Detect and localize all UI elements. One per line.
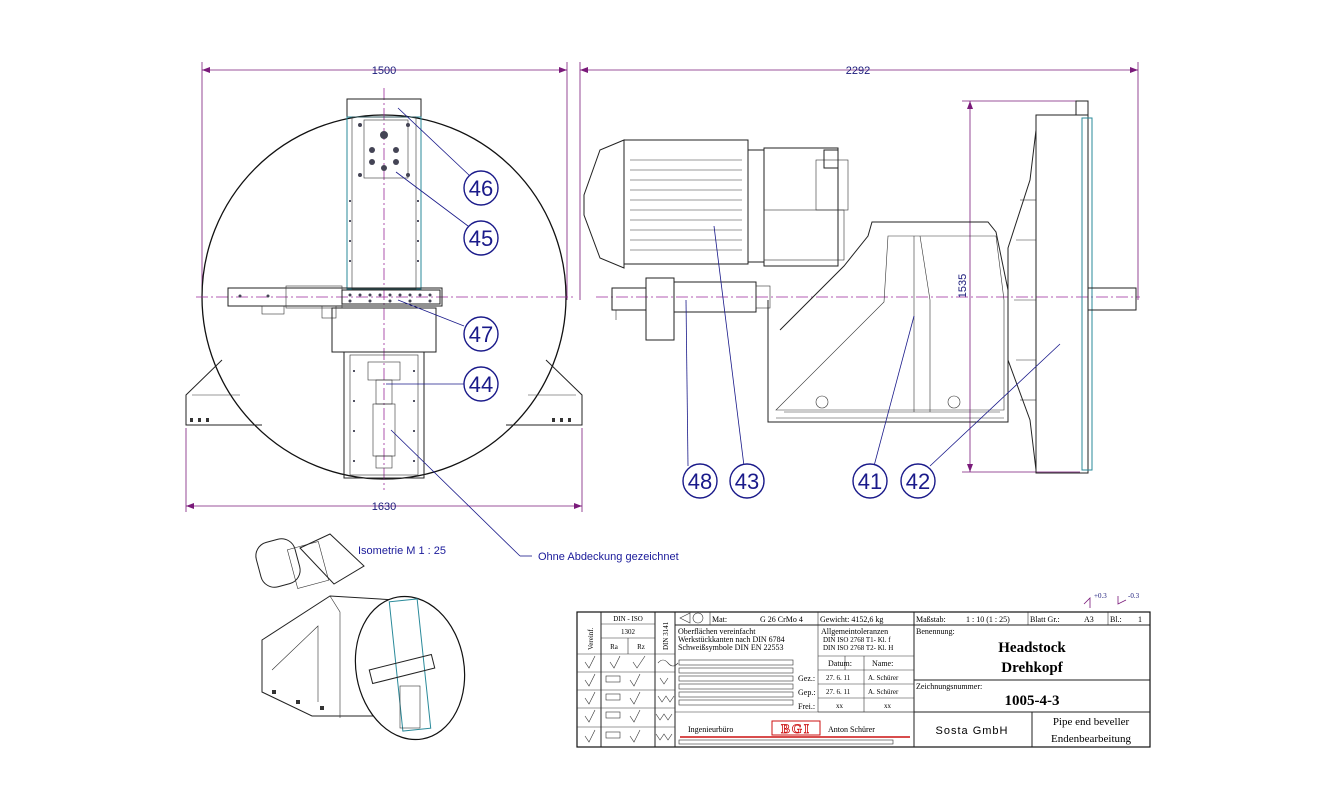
drawing-title-de: Drehkopf: [1001, 660, 1063, 676]
balloon-45: 45: [463, 220, 499, 256]
svg-text:Benennung:: Benennung:: [916, 627, 955, 636]
svg-text:xx: xx: [884, 702, 892, 710]
svg-text:DIN - ISO: DIN - ISO: [613, 615, 643, 623]
svg-text:Anton Schürer: Anton Schürer: [828, 725, 875, 734]
svg-text:Name:: Name:: [872, 659, 893, 668]
svg-text:27. 6. 11: 27. 6. 11: [826, 674, 851, 682]
drawing-number: 1005-4-3: [1005, 693, 1060, 709]
svg-text:41: 41: [858, 469, 882, 494]
svg-text:Schweißsymbole DIN EN 22553: Schweißsymbole DIN EN 22553: [678, 643, 784, 652]
svg-text:Gez.:: Gez.:: [798, 674, 815, 683]
svg-text:A. Schürer: A. Schürer: [868, 688, 899, 696]
svg-text:A. Schürer: A. Schürer: [868, 674, 899, 682]
svg-text:1 : 10 (1 : 25): 1 : 10 (1 : 25): [966, 615, 1010, 624]
drawing-title-en: Headstock: [998, 640, 1066, 656]
svg-text:Ra: Ra: [610, 643, 619, 651]
svg-text:Frei.:: Frei.:: [798, 702, 815, 711]
svg-text:47: 47: [469, 322, 493, 347]
svg-text:A3: A3: [1084, 615, 1094, 624]
bgi-logo: BGI: [781, 721, 811, 736]
dim-front-width: 1500: [372, 65, 396, 77]
svg-text:Pipe end beveller: Pipe end beveller: [1053, 716, 1130, 728]
svg-text:Zeichnungsnummer:: Zeichnungsnummer:: [916, 682, 982, 691]
svg-text:1: 1: [1138, 615, 1142, 624]
svg-text:DIN ISO 2768 T2- Kl. H: DIN ISO 2768 T2- Kl. H: [823, 644, 893, 652]
svg-text:Ingenieurbüro: Ingenieurbüro: [688, 725, 733, 734]
balloons: 46 45 47 44 48 43 41 42: [386, 107, 1061, 557]
balloon-43: 43: [729, 463, 765, 499]
svg-text:Werkstückkanten nach DIN 6784: Werkstückkanten nach DIN 6784: [678, 635, 785, 644]
svg-text:45: 45: [469, 226, 493, 251]
balloon-41: 41: [852, 463, 888, 499]
title-block: Vereinf. DIN - ISO 1302 Ra Rz DIN 3141 M…: [576, 611, 1151, 748]
svg-text:Bl.:: Bl.:: [1110, 615, 1122, 624]
front-view: 1500 1630: [185, 62, 583, 513]
svg-text:Mat:: Mat:: [712, 615, 727, 624]
svg-text:Allgemeintoleranzen: Allgemeintoleranzen: [821, 627, 888, 636]
svg-text:Endenbearbeitung: Endenbearbeitung: [1051, 733, 1132, 745]
svg-text:Oberflächen vereinfacht: Oberflächen vereinfacht: [678, 627, 756, 636]
svg-text:Rz: Rz: [637, 643, 645, 651]
svg-text:DIN 3141: DIN 3141: [662, 621, 670, 650]
side-view: 2292 1535: [579, 62, 1140, 474]
balloon-47: 47: [463, 316, 499, 352]
svg-text:Gep.:: Gep.:: [798, 688, 816, 697]
svg-text:xx: xx: [836, 702, 844, 710]
svg-text:1302: 1302: [621, 628, 636, 636]
svg-text:Datum:: Datum:: [828, 659, 852, 668]
note-no-cover: Ohne Abdeckung gezeichnet: [538, 551, 679, 563]
svg-text:43: 43: [735, 469, 759, 494]
svg-text:27. 6. 11: 27. 6. 11: [826, 688, 851, 696]
svg-text:46: 46: [469, 176, 493, 201]
tolerance-marks: +0.3 -0.3: [1083, 592, 1140, 608]
dim-side-length: 2292: [846, 65, 870, 77]
balloon-46: 46: [463, 170, 499, 206]
company-name: Sosta GmbH: [936, 725, 1009, 737]
svg-text:G 26 CrMo 4: G 26 CrMo 4: [760, 615, 803, 624]
balloon-48: 48: [682, 463, 718, 499]
isometric-view: [255, 533, 466, 741]
svg-text:44: 44: [469, 372, 493, 397]
svg-text:+0.3: +0.3: [1094, 592, 1107, 600]
svg-text:42: 42: [906, 469, 930, 494]
svg-text:Blatt Gr.:: Blatt Gr.:: [1030, 615, 1060, 624]
svg-text:Maßstab:: Maßstab:: [916, 615, 946, 624]
dim-base-width: 1630: [372, 501, 396, 513]
svg-text:DIN ISO 2768 T1- Kl. f: DIN ISO 2768 T1- Kl. f: [823, 636, 891, 644]
svg-text:Vereinf.: Vereinf.: [587, 627, 595, 650]
note-isometric: Isometrie M 1 : 25: [358, 545, 446, 557]
dim-side-height: 1535: [957, 274, 969, 298]
svg-text:-0.3: -0.3: [1128, 592, 1140, 600]
balloon-44: 44: [463, 366, 499, 402]
balloon-42: 42: [900, 463, 936, 499]
svg-text:Gewicht: 4152,6 kg: Gewicht: 4152,6 kg: [820, 615, 883, 624]
svg-text:48: 48: [688, 469, 712, 494]
